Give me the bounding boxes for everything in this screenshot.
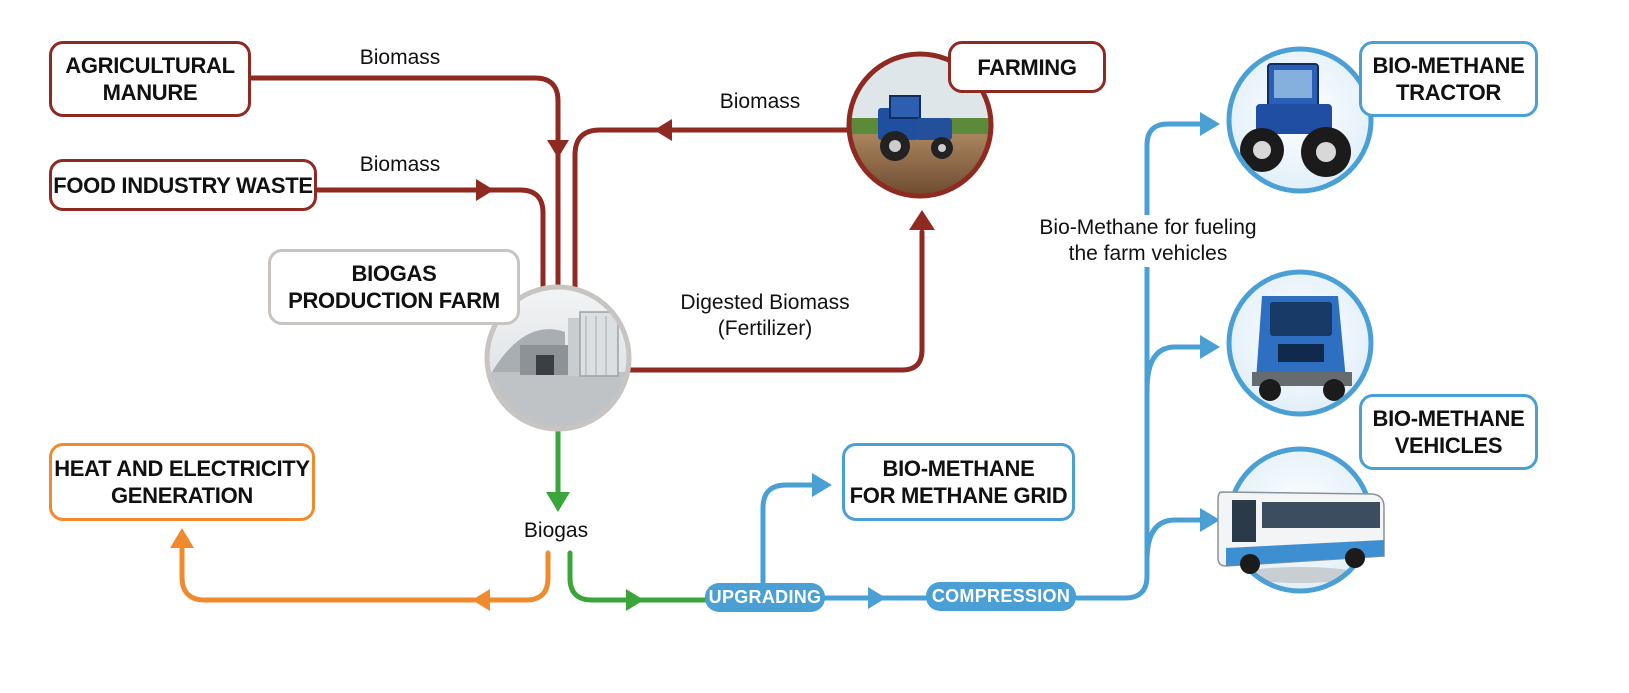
biomethane-tractor-box: BIO-METHANE TRACTOR bbox=[1359, 41, 1538, 117]
upgrading-arrowhead bbox=[626, 589, 644, 611]
agricultural-manure-label: AGRICULTURAL MANURE bbox=[65, 53, 235, 105]
biomethane-vehicles-box: BIO-METHANE VEHICLES bbox=[1359, 394, 1538, 470]
farming-box: FARMING bbox=[948, 41, 1106, 93]
biomass-manure-label: Biomass bbox=[359, 46, 441, 69]
biogas-production-farm-box: BIOGAS PRODUCTION FARM bbox=[268, 249, 520, 325]
manure-to-plant-line bbox=[249, 75, 561, 308]
digested-biomass-line bbox=[627, 229, 925, 373]
biomass-farming-label: Biomass bbox=[719, 90, 801, 113]
upgrading-label: UPGRADING bbox=[708, 587, 822, 607]
compression-to-vehicles-line bbox=[1073, 121, 1203, 601]
truck-branch-line bbox=[1144, 344, 1203, 393]
biogas-label: Biogas bbox=[523, 519, 589, 542]
digested-biomass-label: Digested Biomass (Fertilizer) bbox=[680, 291, 850, 340]
food-waste-arrowhead bbox=[476, 179, 494, 201]
biomethane-tractor-label: BIO-METHANE TRACTOR bbox=[1372, 53, 1525, 105]
compression-arrowhead bbox=[868, 587, 886, 609]
fertilizer-arrowhead bbox=[909, 210, 935, 230]
agricultural-manure-box: AGRICULTURAL MANURE bbox=[49, 41, 251, 117]
green-arrowheads bbox=[546, 492, 644, 611]
truck-arrowhead bbox=[1200, 335, 1220, 359]
tractor-arrowhead bbox=[1200, 112, 1220, 136]
food-industry-waste-box: FOOD INDUSTRY WASTE bbox=[49, 159, 317, 211]
heat-electricity-label: HEAT AND ELECTRICITY GENERATION bbox=[54, 456, 310, 508]
blue-flows bbox=[760, 121, 1203, 601]
food-waste-to-plant-line bbox=[314, 187, 546, 308]
blue-arrowheads bbox=[812, 112, 1220, 609]
bus-branch-line bbox=[1144, 517, 1203, 563]
compression-label: COMPRESSION bbox=[931, 586, 1071, 606]
heat-electricity-box: HEAT AND ELECTRICITY GENERATION bbox=[49, 443, 315, 521]
biomethane-grid-label: BIO-METHANE FOR METHANE GRID bbox=[849, 456, 1068, 508]
manure-arrowhead bbox=[547, 140, 569, 158]
farming-label: FARMING bbox=[977, 54, 1077, 80]
compression-step: COMPRESSION bbox=[926, 582, 1076, 611]
truck-photo bbox=[1226, 269, 1374, 417]
red-flows bbox=[249, 75, 925, 373]
bus-photo bbox=[1217, 446, 1385, 594]
biogas-production-farm-label: BIOGAS PRODUCTION FARM bbox=[288, 261, 500, 313]
heat-return-arrowhead bbox=[472, 589, 490, 611]
green-flows bbox=[555, 429, 708, 603]
orange-arrowheads bbox=[170, 528, 490, 611]
upgrading-step: UPGRADING bbox=[705, 583, 825, 612]
upgrading-to-grid-line bbox=[760, 482, 818, 588]
biogas-to-heat-line bbox=[179, 542, 551, 603]
biomass-food-waste-label: Biomass bbox=[359, 153, 441, 176]
blue-tractor-photo bbox=[1226, 46, 1374, 194]
fueling-label: Bio-Methane for fueling the farm vehicle… bbox=[1020, 215, 1276, 267]
heat-arrowhead bbox=[170, 528, 194, 548]
red-arrowheads bbox=[476, 119, 935, 230]
biomethane-vehicles-label: BIO-METHANE VEHICLES bbox=[1372, 406, 1525, 458]
orange-flows bbox=[179, 542, 551, 603]
biogas-arrowhead bbox=[546, 492, 570, 512]
farming-to-plant-line bbox=[572, 127, 858, 308]
bus-arrowhead bbox=[1200, 508, 1220, 532]
biomethane-grid-box: BIO-METHANE FOR METHANE GRID bbox=[842, 443, 1075, 521]
food-industry-waste-label: FOOD INDUSTRY WASTE bbox=[53, 172, 313, 198]
farming-arrowhead bbox=[654, 119, 672, 141]
grid-arrowhead bbox=[812, 473, 832, 497]
biogas-to-upgrading-line bbox=[567, 550, 708, 603]
